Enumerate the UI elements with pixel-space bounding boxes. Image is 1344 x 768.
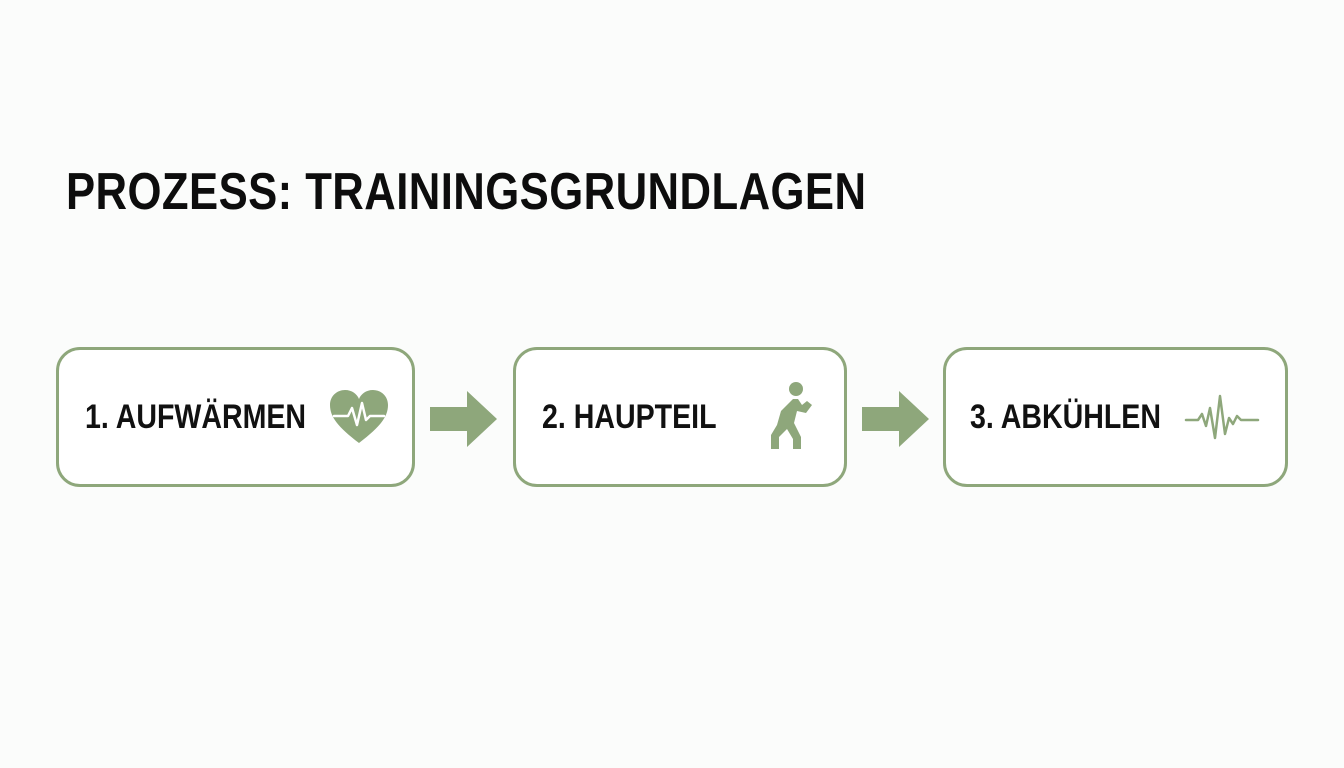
step-label-warmup: 1. AUFWÄRMEN xyxy=(85,398,307,436)
arrow-right-icon xyxy=(430,391,497,447)
step-box-cooldown: 3. ABKÜHLEN xyxy=(943,347,1288,487)
step-box-main: 2. HAUPTEIL xyxy=(513,347,847,487)
step-label-main: 2. HAUPTEIL xyxy=(542,398,717,436)
pulse-line-icon xyxy=(1184,394,1260,440)
diagram-title: PROZESS: TRAININGSGRUNDLAGEN xyxy=(66,163,867,221)
squat-person-icon xyxy=(771,382,812,449)
heart-pulse-icon xyxy=(330,390,388,443)
arrow-right-icon xyxy=(862,391,929,447)
step-box-warmup: 1. AUFWÄRMEN xyxy=(56,347,415,487)
step-label-cooldown: 3. ABKÜHLEN xyxy=(970,398,1161,436)
